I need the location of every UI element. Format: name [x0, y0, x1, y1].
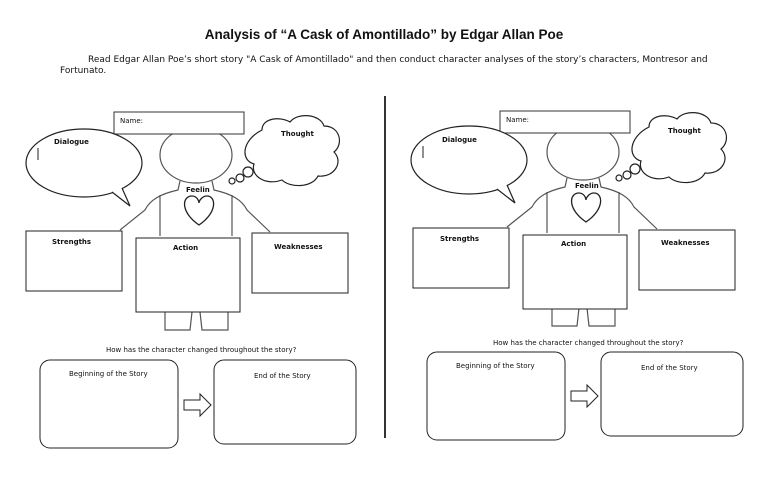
thought-label: Thought — [668, 127, 701, 135]
page-title: Analysis of “A Cask of Amontillado” by E… — [204, 27, 564, 42]
organizer-right: Name: Dialogue Thought Feelin Strengths … — [387, 0, 768, 503]
action-label: Action — [561, 240, 587, 248]
weaknesses-box — [638, 229, 736, 291]
strengths-box — [25, 230, 123, 292]
feeling-label: Feelin — [186, 186, 210, 194]
strengths-label: Strengths — [52, 238, 92, 246]
change-question: How has the character changed throughout… — [106, 346, 297, 354]
strengths-label: Strengths — [440, 235, 480, 243]
end-label: End of the Story — [254, 372, 311, 380]
organizer-left-graphics — [25, 111, 357, 449]
weaknesses-label: Weaknesses — [661, 239, 710, 247]
name-label: Name: — [506, 116, 530, 124]
beginning-box — [426, 351, 566, 441]
action-box — [522, 234, 628, 310]
end-box — [213, 359, 357, 445]
instructions: Read Edgar Allan Poe’s short story "A Ca… — [60, 55, 708, 76]
heart-icon — [183, 195, 215, 226]
name-box — [499, 110, 631, 134]
thought-cloud — [228, 115, 341, 187]
weaknesses-box — [251, 232, 349, 294]
dialogue-bubble — [25, 128, 143, 207]
action-label: Action — [173, 244, 199, 252]
beginning-label: Beginning of the Story — [456, 362, 535, 370]
arrow-right-icon — [183, 392, 212, 418]
end-box — [600, 351, 744, 437]
dialogue-bubble — [410, 125, 528, 204]
end-label: End of the Story — [641, 364, 698, 372]
action-box — [135, 237, 241, 313]
thought-label: Thought — [281, 130, 314, 138]
name-label: Name: — [120, 117, 144, 125]
thought-cloud — [615, 112, 728, 184]
beginning-box — [39, 359, 179, 449]
organizer-right-graphics — [410, 110, 744, 441]
dialogue-label: Dialogue — [54, 138, 89, 146]
heart-icon — [570, 192, 602, 223]
strengths-box — [412, 227, 510, 289]
name-box — [113, 111, 245, 135]
change-question: How has the character changed throughout… — [493, 339, 684, 347]
feeling-label: Feelin — [575, 182, 599, 190]
dialogue-label: Dialogue — [442, 136, 477, 144]
beginning-label: Beginning of the Story — [69, 370, 148, 378]
person-outline — [506, 123, 658, 327]
organizer-left: Name: Dialogue Thought Feelin Strengths … — [25, 111, 357, 449]
arrow-right-icon — [570, 383, 599, 409]
column-divider — [384, 96, 386, 438]
weaknesses-label: Weaknesses — [274, 243, 323, 251]
